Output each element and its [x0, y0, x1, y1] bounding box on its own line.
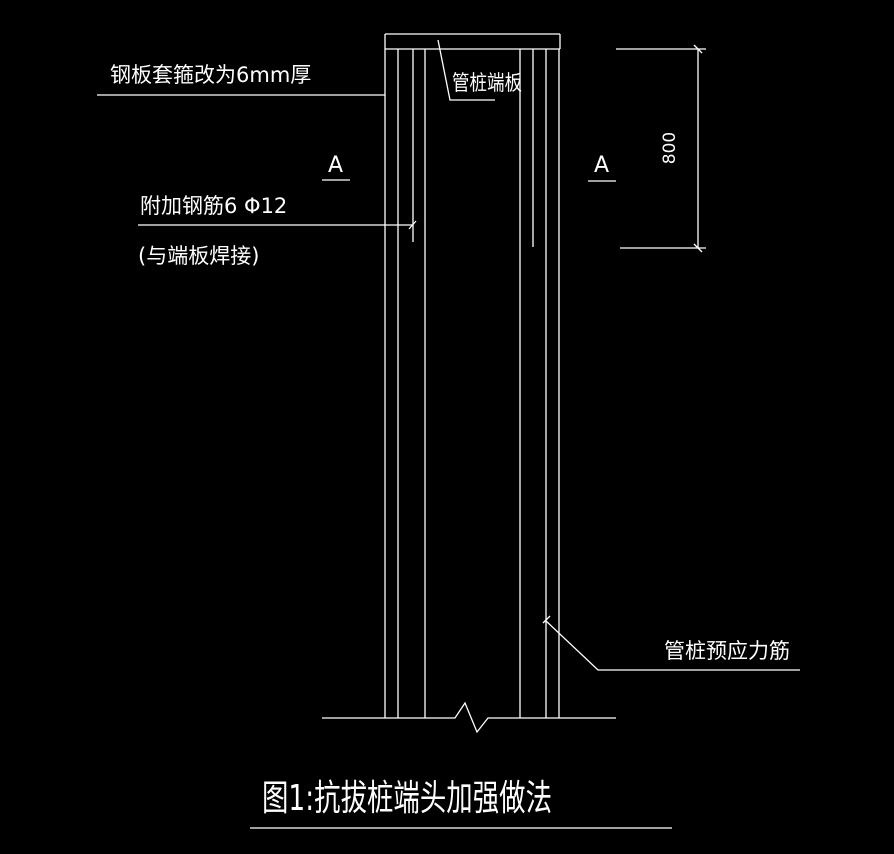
pile-wall-lines [384, 34, 560, 718]
prestress-rebar-label: 管桩预应力筋 [664, 639, 790, 663]
section-a-left-label: A [328, 153, 343, 178]
steel-sleeve-label: 钢板套箍改为6mm厚 [110, 63, 311, 87]
extra-rebar-label: 附加钢筋6 Φ12 [140, 194, 287, 218]
end-plate-leader [437, 39, 495, 101]
dimension-800 [616, 44, 706, 253]
end-plate-label: 管桩端板 [452, 71, 522, 95]
prestress-rebar-leader [544, 619, 800, 671]
break-line [322, 701, 616, 734]
drawing-title: 图1:抗拔桩端头加强做法 [262, 778, 552, 819]
section-a-right-label: A [594, 153, 609, 178]
dimension-800-label: 800 [660, 132, 680, 164]
end-plate [385, 33, 561, 50]
weld-note-label: (与端板焊接) [138, 244, 259, 268]
extra-rebar-tick [408, 220, 417, 230]
prestress-rebar-tick [542, 615, 551, 624]
